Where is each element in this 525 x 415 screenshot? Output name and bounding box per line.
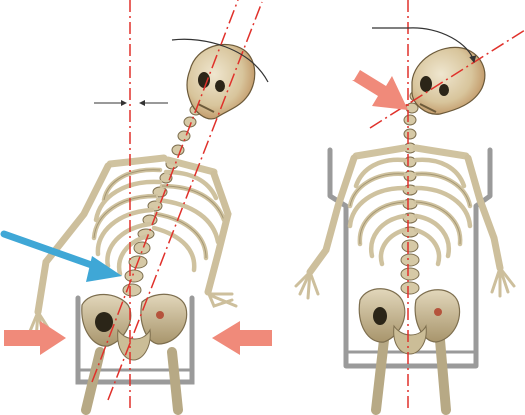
push-left-arrow <box>4 321 66 355</box>
push-right-arrow <box>212 321 272 355</box>
left-ribcage <box>94 170 224 274</box>
left-hands <box>28 292 236 340</box>
left-panel <box>4 0 272 410</box>
right-panel <box>296 0 525 410</box>
right-skull <box>412 47 485 114</box>
neck-pressure-arrow <box>352 70 408 110</box>
right-spine <box>401 115 419 294</box>
